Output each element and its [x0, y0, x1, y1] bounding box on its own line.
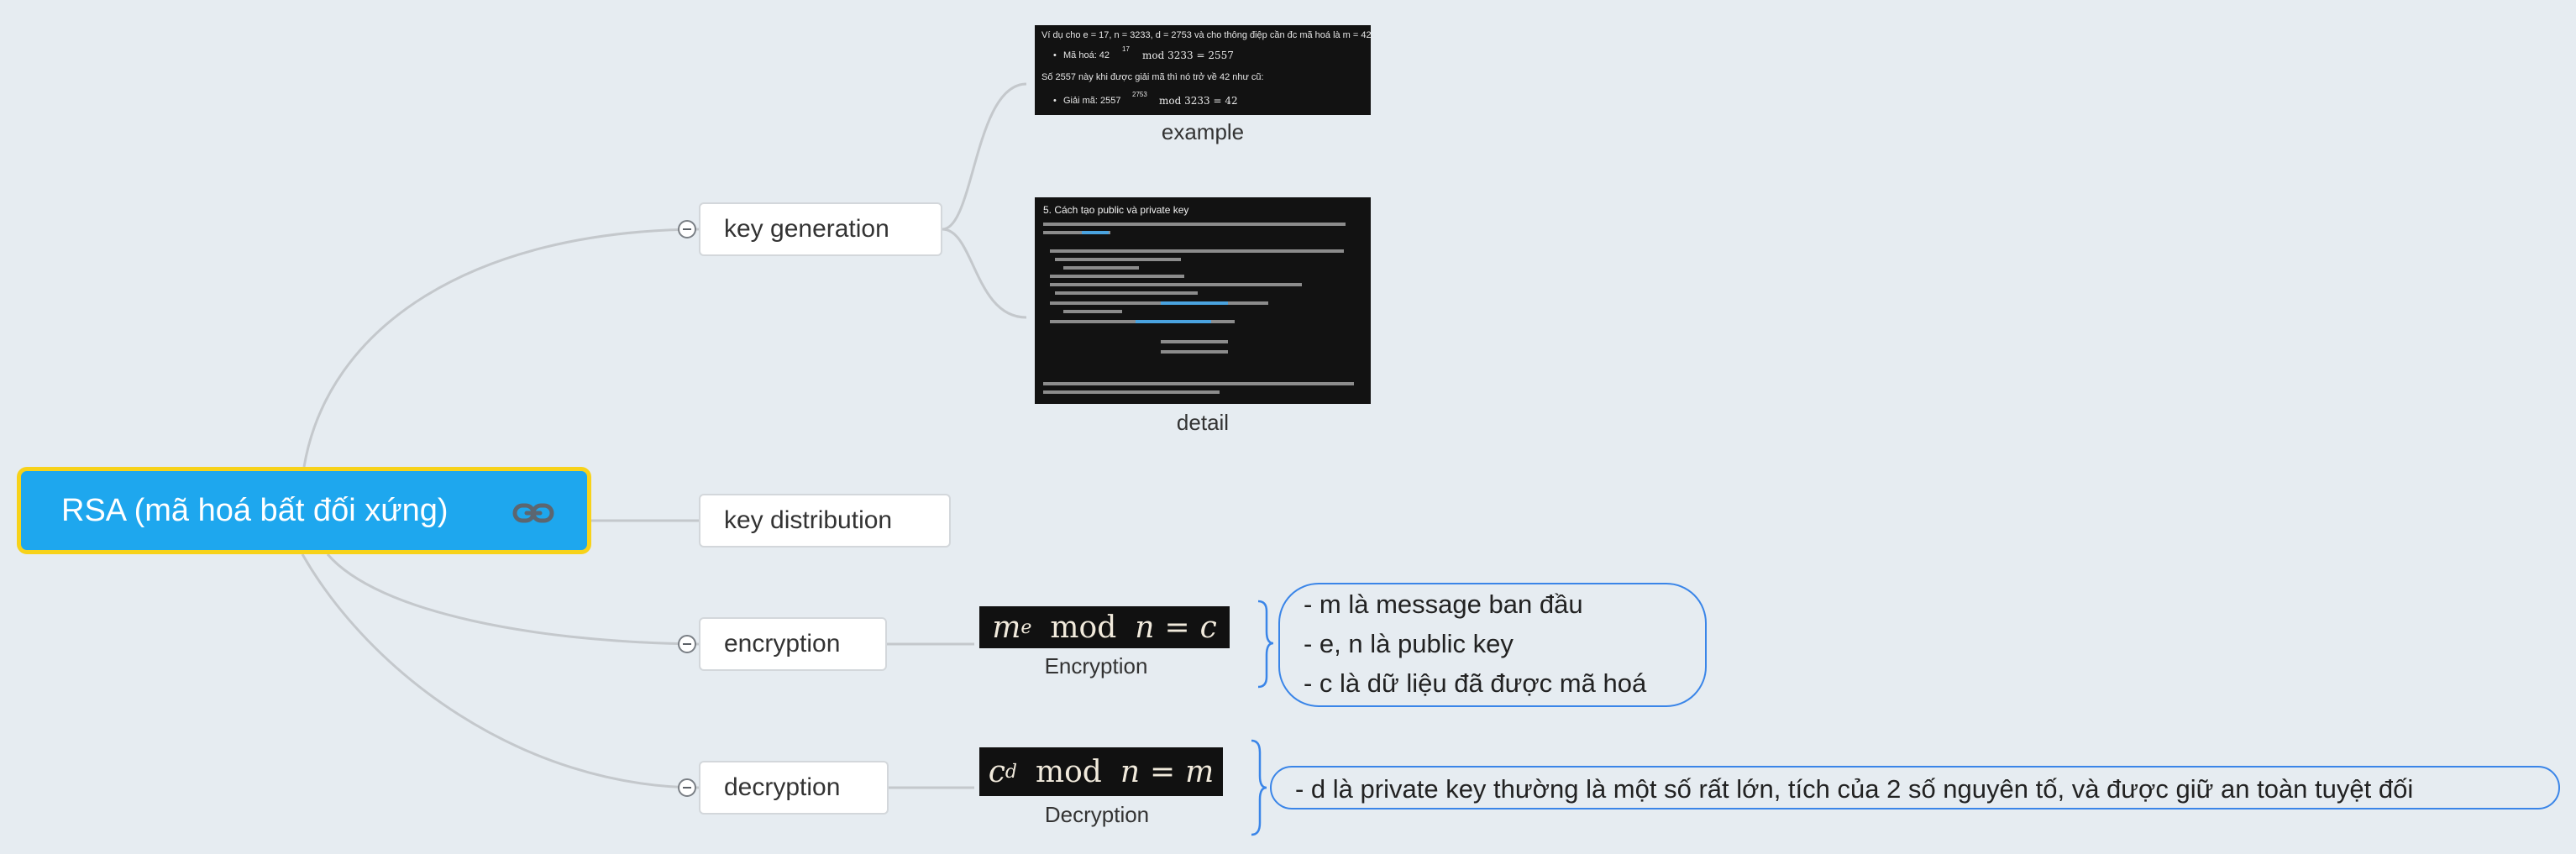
- decryption-note[interactable]: - d là private key thường là một số rất …: [1270, 766, 2560, 809]
- root-topic-label: RSA (mã hoá bất đối xứng): [61, 492, 449, 528]
- decryption-formula-base: c: [988, 754, 1005, 789]
- encryption-formula-base: m: [992, 610, 1021, 645]
- encryption-formula-result: c: [1199, 610, 1217, 645]
- topic-decryption[interactable]: decryption: [699, 761, 889, 815]
- encryption-formula-equals: =: [1164, 610, 1190, 645]
- encryption-note-line-2: - e, n là public key: [1304, 629, 1514, 658]
- example-exponent-1: 17: [1122, 45, 1130, 53]
- decryption-formula-equals: =: [1150, 754, 1176, 789]
- encryption-formula-mod: mod: [1050, 610, 1117, 645]
- decryption-note-line-1: - d là private key thường là một số rất …: [1295, 774, 2414, 804]
- example-math-2: mod 3233 = 42: [1159, 95, 1238, 107]
- link-icon[interactable]: [512, 491, 555, 535]
- root-topic[interactable]: RSA (mã hoá bất đối xứng): [17, 467, 591, 554]
- encryption-formula-exponent: e: [1020, 616, 1032, 638]
- collapse-decryption-icon[interactable]: [678, 778, 696, 797]
- encryption-note-line-1: - m là message ban đầu: [1304, 589, 1583, 619]
- topic-encryption-label: encryption: [724, 630, 841, 658]
- topic-key-distribution-label: key distribution: [724, 506, 893, 534]
- example-image: Ví dụ cho e = 17, n = 3233, d = 2753 và …: [1035, 25, 1371, 115]
- topic-key-generation[interactable]: key generation: [699, 202, 942, 256]
- detail-caption: detail: [1176, 410, 1230, 435]
- topic-key-distribution[interactable]: key distribution: [699, 494, 951, 548]
- detail-image: 5. Cách tạo public và private key: [1035, 197, 1371, 404]
- topic-decryption-label: decryption: [724, 773, 841, 801]
- example-line-1: Ví dụ cho e = 17, n = 3233, d = 2753 và …: [1041, 30, 1371, 40]
- topic-key-generation-label: key generation: [724, 215, 889, 243]
- encryption-note-line-3: - c là dữ liệu đã được mã hoá: [1304, 668, 1647, 698]
- connector-keygen-example: [942, 82, 1027, 231]
- connector-root-encryption: [326, 553, 700, 646]
- decryption-caption: Decryption: [1044, 802, 1150, 827]
- decryption-formula-n: n: [1120, 754, 1140, 789]
- encryption-caption: Encryption: [1044, 653, 1148, 678]
- example-line-3: Số 2557 này khi được giải mã thì nó trở …: [1041, 72, 1264, 82]
- encryption-note-bracket: [1257, 600, 1274, 689]
- example-bullet-1: •: [1053, 50, 1057, 60]
- connector-keygen-detail: [942, 228, 1027, 319]
- example-exponent-2: 2753: [1132, 91, 1147, 98]
- encryption-note[interactable]: - m là message ban đầu - e, n là public …: [1278, 583, 1707, 707]
- collapse-key-generation-icon[interactable]: [678, 220, 696, 238]
- example-line-2: Mã hoá: 42: [1063, 50, 1110, 60]
- topic-encryption[interactable]: encryption: [699, 617, 887, 671]
- decryption-formula-exponent: d: [1005, 761, 1017, 783]
- decryption-note-bracket: [1251, 739, 1267, 836]
- detail-title: 5. Cách tạo public và private key: [1043, 204, 1189, 216]
- example-caption: example: [1161, 119, 1245, 144]
- example-bullet-2: •: [1053, 96, 1057, 106]
- example-line-4: Giải mã: 2557: [1063, 96, 1121, 106]
- example-math-1: mod 3233 = 2557: [1142, 50, 1234, 61]
- connector-root-decryption: [301, 553, 700, 789]
- decryption-formula-mod: mod: [1035, 754, 1102, 789]
- detail-text-lines: [1043, 223, 1354, 394]
- collapse-encryption-icon[interactable]: [678, 635, 696, 653]
- encryption-formula-n: n: [1135, 610, 1155, 645]
- connector-root-keygen: [302, 228, 700, 468]
- decryption-formula-result: m: [1185, 754, 1215, 789]
